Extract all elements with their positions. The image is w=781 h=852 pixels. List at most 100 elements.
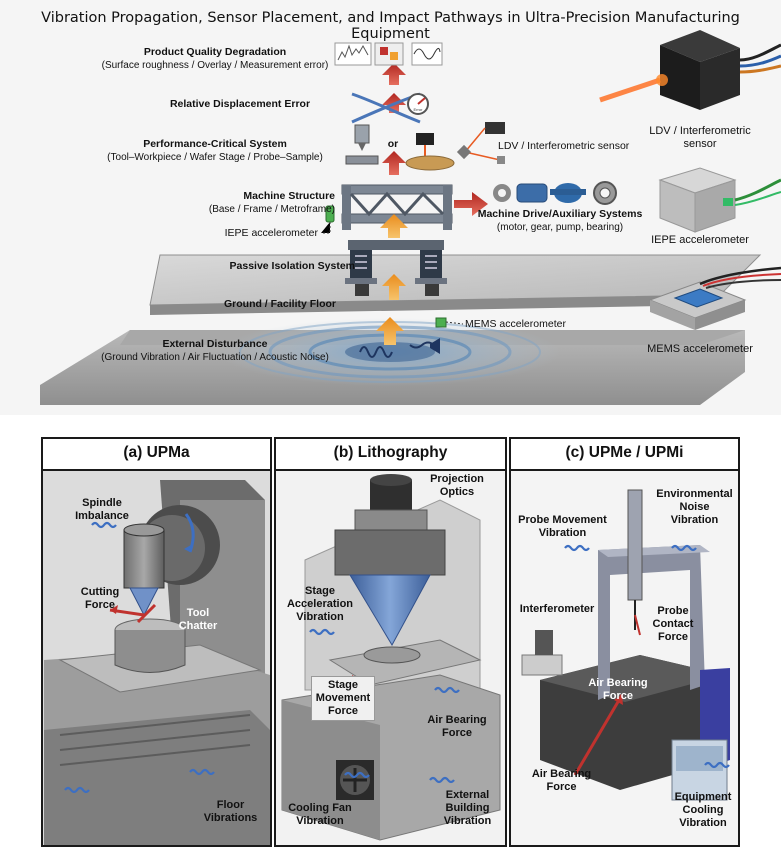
floor-line1: Floor [216, 799, 245, 811]
ground-label: Ground / Facility Floor [223, 298, 336, 310]
air-bearing-c-line2: Force [546, 781, 577, 793]
arrow-up-floor [382, 274, 406, 300]
iepe-sensor-device [658, 167, 781, 233]
probe-contact-line2: Contact [652, 618, 694, 630]
panel-c-title: (c) UPMe / UPMi [565, 444, 684, 461]
label-projection-optics: Projection Optics [422, 473, 492, 499]
equip-cooling-line1: Equipment [674, 791, 732, 803]
ldv-inline-label: LDV / Interferometric sensor [498, 140, 630, 152]
chatter-line2: Chatter [178, 620, 218, 632]
gauge-text: Error [414, 107, 424, 112]
ext-bldg-line2: Building [445, 802, 490, 814]
stage-accel-line2: Acceleration [286, 598, 354, 610]
cutting-line1: Cutting [80, 586, 120, 598]
product-quality-label: Product Quality Degradation (Surface rou… [95, 46, 335, 72]
sensor-mems-line1: MEMS accelerometer [647, 343, 753, 355]
interferometer-schematic-icon [456, 122, 505, 164]
ext-bldg-line3: Vibration [443, 815, 492, 827]
perf-system-title: Performance-Critical System [143, 138, 287, 150]
air-bearing-c-line1: Air Bearing [531, 768, 592, 780]
label-probe-contact: Probe Contact Force [648, 605, 698, 644]
label-equip-cooling: Equipment Cooling Vibration [668, 791, 738, 830]
overlay-target-icon [374, 42, 404, 66]
pump-icon [550, 183, 586, 203]
probe-contact-line1: Probe [657, 605, 689, 617]
air-bearing-cw-line2: Force [603, 690, 633, 702]
stage-move-line1: Stage [328, 679, 358, 691]
product-quality-sub: (Surface roughness / Overlay / Measureme… [101, 59, 329, 71]
env-noise-line1: Environmental [656, 488, 733, 500]
top-diagram: Error [0, 0, 781, 415]
label-spindle-imbalance: Spindle Imbalance [72, 497, 132, 523]
external-title: External Disturbance [162, 338, 268, 350]
probe-move-line1: Probe Movement [518, 514, 607, 526]
ldv-sensor-device [599, 30, 781, 110]
stage-move-line3: Force [328, 705, 358, 717]
product-quality-title: Product Quality Degradation [143, 46, 287, 58]
env-noise-line2: Noise [679, 501, 710, 513]
label-floor-vibrations: Floor Vibrations [198, 799, 263, 825]
passive-isolation-label: Passive Isolation System [229, 260, 355, 272]
mems-inline-label: MEMS accelerometer [465, 318, 566, 330]
roughness-chart-icon [334, 42, 372, 66]
label-air-bearing-c-white: Air Bearing Force [578, 677, 658, 703]
floor-line2: Vibrations [203, 812, 258, 824]
projection-line2: Optics [439, 486, 475, 498]
iepe-inline-label: IEPE accelerometer [224, 227, 318, 239]
label-interferometer: Interferometer [512, 603, 602, 616]
stage-accel-line1: Stage [305, 585, 335, 597]
air-bearing-cw-line1: Air Bearing [588, 677, 648, 689]
machine-structure-sub: (Base / Frame / Metroframe) [208, 203, 335, 215]
label-air-bearing-c: Air Bearing Force [524, 768, 599, 794]
air-bearing-b-line1: Air Bearing [427, 714, 487, 726]
label-probe-movement: Probe Movement Vibration [515, 514, 610, 540]
motor-icon [516, 183, 548, 203]
gear-icon [493, 184, 511, 202]
label-external-building: External Building Vibration [435, 789, 500, 828]
sine-error-icon [411, 42, 443, 66]
arrow-up-structure [382, 151, 406, 175]
arrow-up-quality [382, 63, 406, 85]
stage-accel-line3: Vibration [296, 611, 344, 623]
bearing-icon [593, 181, 617, 205]
bottom-panels [41, 437, 740, 847]
external-disturbance-label: External Disturbance (Ground Vibration /… [80, 338, 350, 364]
upma-machine [43, 471, 270, 845]
ext-bldg-line1: External [445, 789, 490, 801]
spindle-line1: Spindle [82, 497, 122, 509]
ldv-sensor-icon [405, 133, 455, 171]
sensor-label-ldv: LDV / Interferometric sensor [630, 125, 770, 151]
perf-system-sub: (Tool–Workpiece / Wafer Stage / Probe–Sa… [107, 151, 323, 163]
cutting-line2: Force [85, 599, 115, 611]
panel-a-title: (a) UPMa [123, 444, 190, 461]
sensor-label-iepe: IEPE accelerometer [630, 234, 770, 247]
arrow-right-drive [454, 192, 488, 216]
spindle-icon [345, 124, 379, 165]
cooling-fan-line1: Cooling Fan [288, 802, 352, 814]
equip-cooling-line2: Cooling [682, 804, 724, 816]
relative-disp-label: Relative Displacement Error [145, 98, 335, 111]
arrow-up-isolation [380, 214, 408, 238]
label-env-noise: Environmental Noise Vibration [652, 488, 737, 527]
figure-title: Vibration Propagation, Sensor Placement,… [41, 10, 740, 42]
probe-contact-line3: Force [658, 631, 688, 643]
drive-systems-title: Machine Drive/Auxiliary Systems [477, 208, 643, 220]
sensor-label-mems: MEMS accelerometer [630, 343, 770, 356]
perf-system-label: Performance-Critical System (Tool–Workpi… [95, 138, 335, 164]
equip-cooling-line3: Vibration [679, 817, 727, 829]
air-bearing-b-line2: Force [442, 727, 472, 739]
stage-move-line2: Movement [315, 692, 371, 704]
projection-line1: Projection [430, 473, 484, 485]
external-sub: (Ground Vibration / Air Fluctuation / Ac… [101, 351, 329, 363]
sensor-iepe-line1: IEPE accelerometer [651, 234, 749, 246]
label-stage-movement: Stage Movement Force [311, 676, 375, 721]
drive-systems-label: Machine Drive/Auxiliary Systems (motor, … [470, 208, 650, 234]
label-stage-acceleration: Stage Acceleration Vibration [280, 585, 360, 624]
drive-systems-sub: (motor, gear, pump, bearing) [496, 221, 624, 233]
interferometer-line1: Interferometer [519, 603, 595, 615]
cooling-fan-line2: Vibration [296, 815, 344, 827]
arrow-up-external [376, 317, 404, 345]
relative-disp-title: Relative Displacement Error [169, 98, 311, 110]
machine-structure-title: Machine Structure [243, 190, 335, 202]
isolation-platform [348, 240, 444, 250]
